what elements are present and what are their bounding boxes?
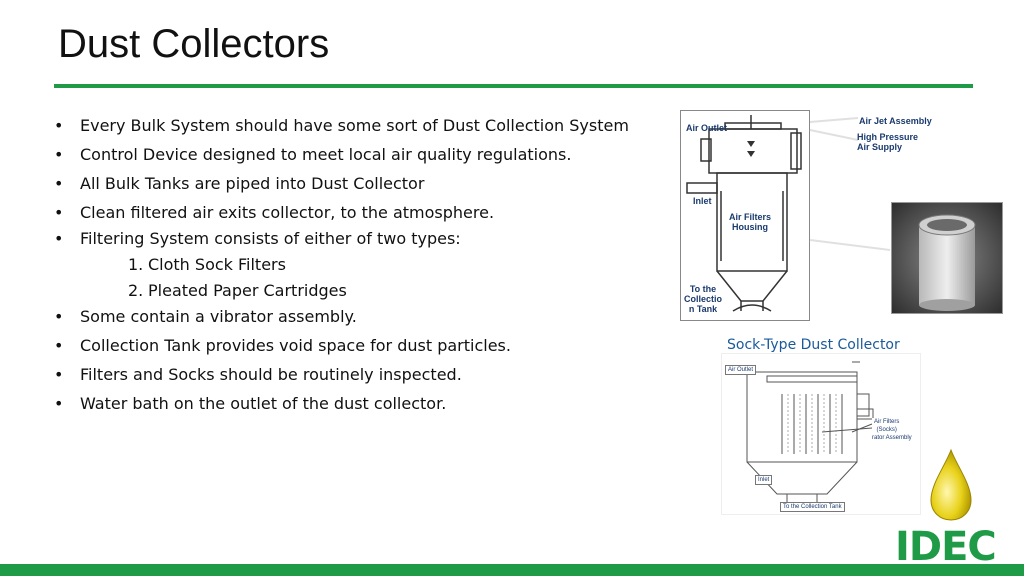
sock-label-vibrator: rator Assembly (870, 434, 914, 442)
label-tank-line1: To the (689, 284, 717, 294)
label-high-pressure: High Pressure Air Supply (857, 132, 918, 152)
label-air-outlet: Air Outlet (686, 123, 728, 133)
sub-item-text: Pleated Paper Cartridges (148, 281, 347, 300)
label-high-pressure-line2: Air Supply (857, 142, 903, 152)
bullet-dot: • (54, 116, 64, 135)
label-tank-line3: n Tank (688, 304, 718, 314)
bullet-text: Control Device designed to meet local ai… (80, 145, 572, 164)
bullet-dot: • (54, 145, 64, 164)
sock-label-filters-line2: (Socks) (876, 427, 897, 433)
bullet-dot: • (54, 394, 64, 413)
bullet-item: • Collection Tank provides void space for… (52, 336, 629, 356)
bullet-text: Filters and Socks should be routinely in… (80, 365, 462, 384)
label-filters: Air Filters Housing (729, 212, 771, 232)
label-air-jet-assembly: Air Jet Assembly (859, 116, 932, 126)
bullet-item: • Control Device designed to meet local a… (52, 145, 629, 165)
sub-item-number: 2. (128, 281, 144, 300)
filter-cartridge-image (892, 203, 1002, 313)
dust-collector-diagram: Air Outlet Inlet Air Filters Housing To … (680, 110, 810, 321)
sub-item: 1.Cloth Sock Filters (52, 255, 629, 275)
bullet-dot: • (54, 307, 64, 326)
bullet-dot: • (54, 229, 64, 248)
dust-collector-drawing (686, 115, 802, 312)
bullet-text: Some contain a vibrator assembly. (80, 307, 357, 326)
bullet-item: • Clean filtered air exits collector, to … (52, 203, 629, 223)
bullet-dot: • (54, 203, 64, 222)
leader-lines (809, 117, 891, 251)
title-divider (54, 84, 973, 88)
bullet-item: • Water bath on the outlet of the dust co… (52, 394, 629, 414)
sock-label-tank: To the Collection Tank (780, 502, 845, 512)
sub-item: 2.Pleated Paper Cartridges (52, 281, 629, 301)
bullet-text: Filtering System consists of either of t… (80, 229, 461, 248)
svg-text:IDEC: IDEC (895, 524, 996, 564)
sub-item-number: 1. (128, 255, 144, 274)
bullet-dot: • (54, 336, 64, 355)
sock-collector-drawing (746, 361, 874, 507)
sock-label-filters-line1: Air Filters (874, 419, 900, 425)
bullet-list: • Every Bulk System should have some sort… (52, 116, 629, 414)
sock-label-filters: Air Filters (Socks) (872, 418, 902, 434)
bullet-item: • Filters and Socks should be routinely i… (52, 365, 629, 385)
idec-logo: IDEC (893, 448, 1015, 570)
bullet-item: • Some contain a vibrator assembly. (52, 307, 629, 327)
label-inlet: Inlet (693, 196, 712, 206)
sock-collector-title: Sock-Type Dust Collector (727, 337, 900, 353)
label-high-pressure-line1: High Pressure (857, 132, 919, 142)
bullet-text: All Bulk Tanks are piped into Dust Colle… (80, 174, 425, 193)
bullet-text: Water bath on the outlet of the dust col… (80, 394, 447, 413)
bullet-dot: • (54, 365, 64, 384)
bullet-item: • Filtering System consists of either of … (52, 229, 629, 249)
bullet-text: Collection Tank provides void space for … (80, 336, 511, 355)
sock-collector-diagram: Air Outlet Air Filters (Socks) rator Ass… (721, 353, 921, 515)
bullet-item: • Every Bulk System should have some sort… (52, 116, 629, 136)
sub-item-text: Cloth Sock Filters (148, 255, 286, 274)
bullet-text: Clean filtered air exits collector, to t… (80, 203, 495, 222)
sock-label-inlet: Inlet (755, 475, 773, 485)
idec-logo-graphic: IDEC (895, 448, 997, 570)
label-collection-tank: To the Collectio n Tank (684, 284, 722, 314)
footer-bar (0, 564, 1024, 576)
bullet-dot: • (54, 174, 64, 193)
bullet-text: Every Bulk System should have some sort … (80, 116, 629, 135)
bullet-item: • All Bulk Tanks are piped into Dust Coll… (52, 174, 629, 194)
slide-title: Dust Collectors (58, 22, 330, 66)
sock-label-air-outlet: Air Outlet (725, 365, 757, 375)
label-filters-line1: Air Filters (729, 212, 772, 222)
label-tank-line2: Collectio (684, 294, 723, 304)
filter-cartridge-photo (891, 202, 1003, 314)
label-filters-line2: Housing (732, 222, 768, 232)
